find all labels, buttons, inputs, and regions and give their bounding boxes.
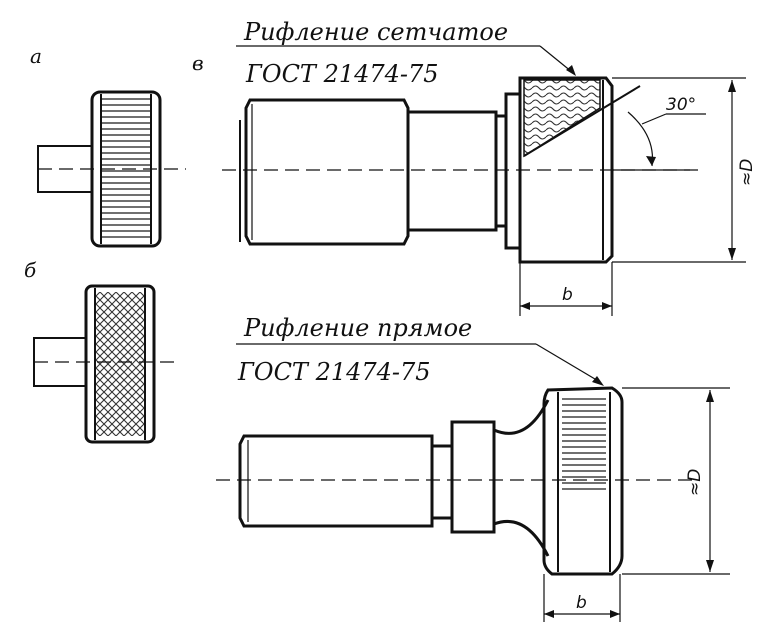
top-knurl-caption: Рифление сетчатое — [243, 18, 508, 46]
bottom-standard-label: ГОСТ 21474-75 — [237, 358, 431, 386]
knob-b-diamond-knurl — [33, 284, 176, 444]
label-b: б — [24, 258, 37, 282]
part-top-diamond-knurl — [222, 45, 746, 316]
label-a: а — [30, 44, 42, 68]
part-bottom-straight-knurl — [216, 343, 730, 622]
bottom-knurl-caption: Рифление прямое — [243, 314, 472, 342]
label-v: в — [192, 51, 204, 75]
bottom-diameter-label: ≈D — [685, 469, 705, 496]
top-width-label: b — [562, 285, 573, 305]
top-diameter-label: ≈D — [737, 159, 757, 186]
top-angle-label: 30° — [666, 95, 696, 115]
bottom-width-label: b — [576, 593, 587, 613]
knob-a-straight-knurl — [37, 90, 186, 248]
top-standard-label: ГОСТ 21474-75 — [245, 60, 439, 88]
